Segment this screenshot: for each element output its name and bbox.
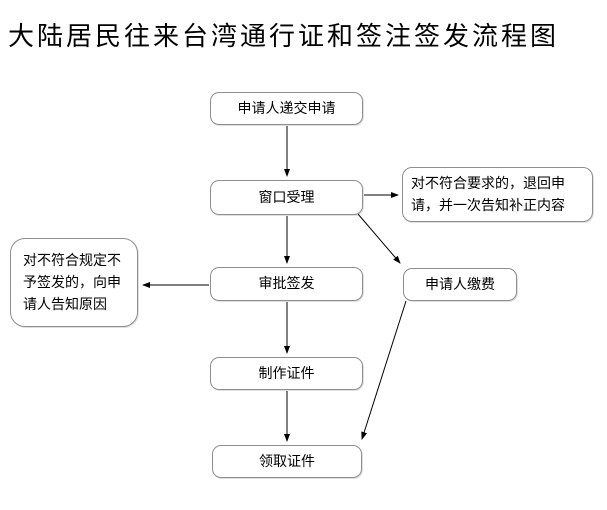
node-reject-note-label: 对不符合规定不予签发的，向申请人告知原因 (23, 252, 121, 313)
node-rejection-reason-note: 对不符合规定不予签发的，向申请人告知原因 (10, 238, 138, 327)
node-accept-label: 窗口受理 (258, 189, 315, 206)
node-produce-label: 制作证件 (258, 365, 315, 382)
node-approval-issuance: 审批签发 (210, 267, 363, 301)
node-return-application-note: 对不符合要求的，退回申请，并一次告知补正内容 (402, 167, 593, 222)
arrow-fee-to-collect (361, 300, 407, 440)
node-return-note-label: 对不符合要求的，退回申请，并一次告知补正内容 (411, 175, 565, 214)
node-approve-label: 审批签发 (258, 276, 315, 292)
node-applicant-pays-fee: 申请人缴费 (403, 268, 517, 301)
node-produce-document: 制作证件 (210, 357, 363, 390)
node-submit-application: 申请人递交申请 (210, 92, 363, 125)
node-fee-label: 申请人缴费 (425, 276, 495, 293)
node-collect-label: 领取证件 (259, 453, 315, 470)
arrow-accept-to-fee (357, 213, 401, 264)
page-title: 大陆居民往来台湾通行证和签注签发流程图 (8, 22, 560, 52)
node-submit-label: 申请人递交申请 (237, 100, 336, 117)
node-collect-document: 领取证件 (212, 445, 362, 478)
node-window-acceptance: 窗口受理 (210, 180, 363, 215)
